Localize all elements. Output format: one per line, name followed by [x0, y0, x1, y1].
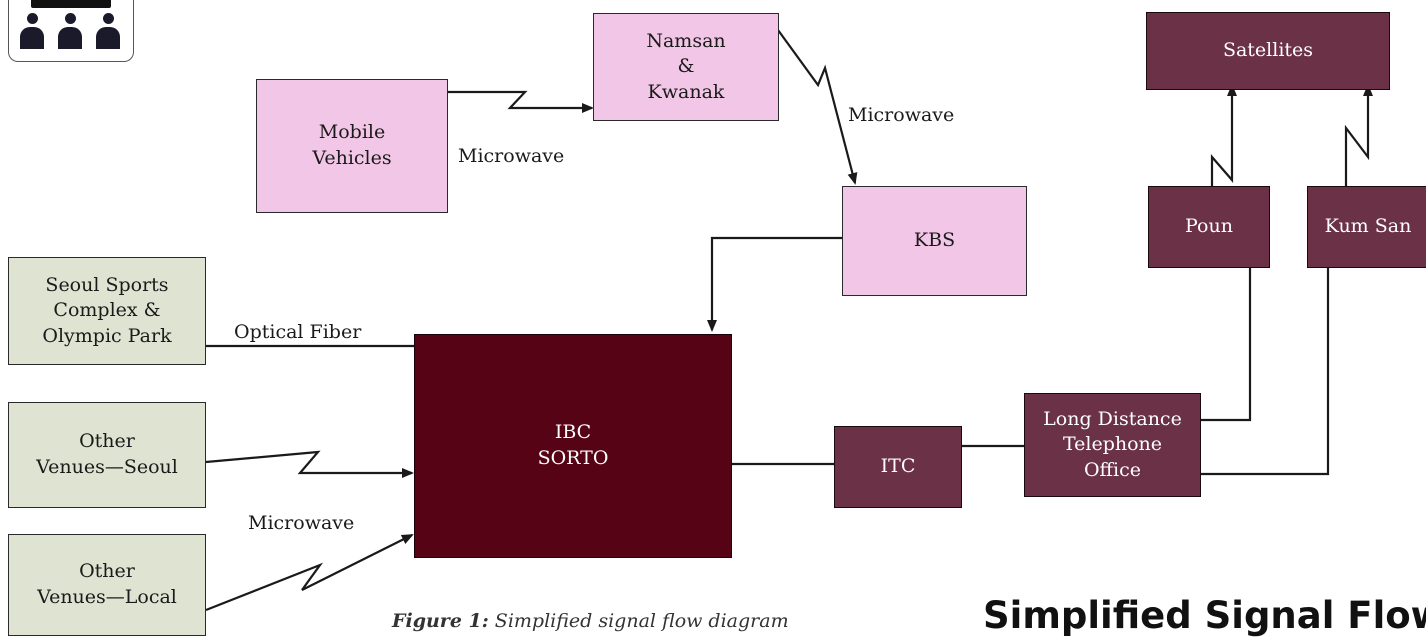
- node-seoul-sports-complex: Seoul Sports Complex & Olympic Park: [8, 257, 206, 365]
- audience-logo: [8, 0, 134, 62]
- node-kbs: KBS: [842, 186, 1027, 296]
- edge-local-venues-to-sorto: [205, 534, 414, 612]
- figure-text: Simplified signal flow diagram: [488, 610, 789, 632]
- edge-kumsan-to-satellites: [1344, 84, 1373, 186]
- edge-label-microwave: Microwave: [248, 512, 355, 534]
- node-satellites: Satellites: [1146, 12, 1390, 90]
- person-icon: [57, 13, 83, 53]
- edge-seoul-venues-to-sorto: [205, 450, 414, 478]
- node-itc: ITC: [834, 426, 962, 508]
- person-icon: [19, 13, 45, 53]
- node-other-venues-seoul: Other Venues—Seoul: [8, 402, 206, 508]
- figure-caption: Figure 1: Simplified signal flow diagram: [392, 610, 789, 632]
- node-mobile-vehicles: Mobile Vehicles: [256, 79, 448, 213]
- edge-kbs-to-sorto: [707, 236, 842, 332]
- edge-label-microwave: Microwave: [848, 104, 955, 126]
- edge-ldto-to-kumsan: [1201, 268, 1330, 476]
- edge-mobile-to-namsan: [447, 90, 594, 113]
- edge-namsan-to-kbs: [777, 29, 858, 185]
- node-namsan-kwanak: Namsan & Kwanak: [593, 13, 779, 121]
- edge-label-optical-fiber: Optical Fiber: [234, 321, 362, 343]
- node-poun: Poun: [1148, 186, 1270, 268]
- edge-ldto-to-poun: [1201, 268, 1252, 422]
- edge-label-microwave: Microwave: [458, 145, 565, 167]
- section-heading: Simplified Signal Flow: [983, 594, 1426, 637]
- node-ibc-sorto: IBC SORTO: [414, 334, 732, 558]
- node-long-distance-telephone-office: Long Distance Telephone Office: [1024, 393, 1201, 497]
- edge-poun-to-satellites: [1210, 84, 1237, 186]
- figure-label: Figure 1:: [392, 610, 489, 632]
- person-icon: [95, 13, 121, 53]
- screen-icon: [31, 0, 111, 8]
- node-kum-san: Kum San: [1307, 186, 1426, 268]
- node-other-venues-local: Other Venues—Local: [8, 534, 206, 636]
